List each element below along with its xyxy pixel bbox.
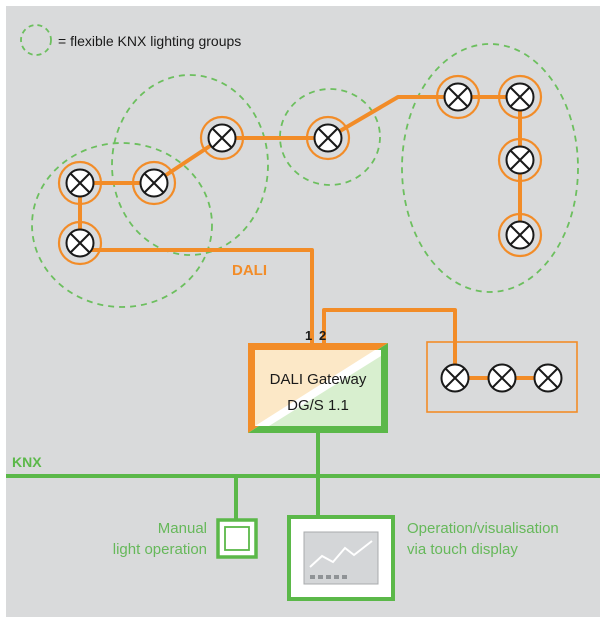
lighting-groups <box>31 43 579 308</box>
gateway-model: DG/S 1.1 <box>287 397 349 414</box>
lighting-group-left <box>31 142 213 308</box>
manual-switch-icon <box>216 518 258 559</box>
touch-label-line2: via touch display <box>407 541 518 558</box>
gateway-name: DALI Gateway <box>270 371 367 388</box>
lighting-group-right <box>401 43 579 293</box>
lighting-group-middle <box>111 74 269 256</box>
dali-line-2 <box>322 308 457 378</box>
port-1-label: 1 <box>305 328 312 343</box>
legend-group-ring-icon <box>20 24 52 56</box>
knx-label: KNX <box>12 454 42 470</box>
lamp-group-box <box>426 341 578 413</box>
port-2-label: 2 <box>319 328 326 343</box>
lamp-group-frame <box>426 341 578 413</box>
lighting-group-center <box>279 88 381 186</box>
lamp-icon <box>487 363 517 393</box>
manual-label-line2: light operation <box>113 541 207 558</box>
touch-display-icon <box>287 515 395 601</box>
lamp-icon <box>440 363 470 393</box>
dali-label: DALI <box>232 262 267 279</box>
manual-label-line1: Manual <box>158 520 207 537</box>
legend-text: = flexible KNX lighting groups <box>58 33 241 49</box>
lamp-icon <box>533 363 563 393</box>
legend: = flexible KNX lighting groups <box>20 24 241 56</box>
dali-line-1-upper <box>78 95 522 243</box>
dali-gateway: DALI Gateway DG/S 1.1 <box>248 343 388 433</box>
touch-label-line1: Operation/visualisation <box>407 520 559 537</box>
